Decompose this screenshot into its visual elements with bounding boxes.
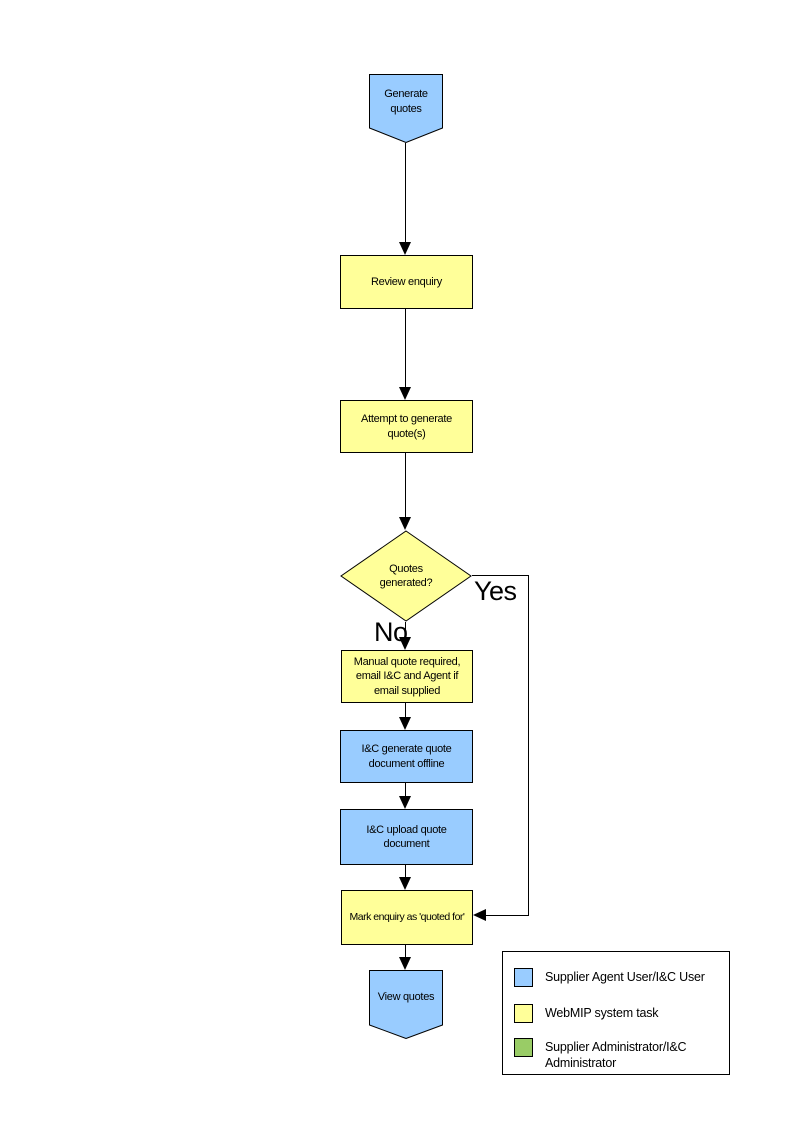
node-review-enquiry: Review enquiry [340, 255, 473, 309]
node-quotes-generated-decision: Quotes generated? [340, 530, 472, 622]
flow-line-yes [528, 575, 529, 916]
node-label: View quotes [377, 991, 435, 1004]
flow-line [405, 945, 406, 958]
pentagon-down-shape [369, 74, 443, 143]
legend-swatch-blue [514, 968, 533, 987]
arrowhead-down-icon [399, 717, 411, 730]
arrowhead-down-icon [399, 957, 411, 970]
legend-label: Supplier Agent User/I&C User [545, 970, 705, 984]
arrowhead-down-icon [399, 242, 411, 255]
pentagon-down-shape [369, 970, 443, 1039]
node-mark-quoted-for: Mark enquiry as 'quoted for' [341, 890, 473, 945]
node-manual-quote-required: Manual quote required, email I&C and Age… [341, 650, 473, 703]
flow-line [405, 309, 406, 388]
legend-swatch-green [514, 1038, 533, 1057]
diamond-shape [340, 530, 472, 622]
flow-line [405, 865, 406, 878]
flow-line [405, 622, 406, 638]
node-view-quotes: View quotes [369, 970, 443, 1039]
pentagon-down-shape [369, 970, 443, 1039]
flow-line-yes [486, 915, 529, 916]
legend-box: Supplier Agent User/I&C User WebMIP syst… [502, 951, 730, 1075]
arrowhead-down-icon [399, 637, 411, 650]
legend-item-system: WebMIP system task [514, 1004, 723, 1023]
legend-label: WebMIP system task [545, 1006, 659, 1020]
arrowhead-down-icon [399, 517, 411, 530]
legend-item-user: Supplier Agent User/I&C User [514, 968, 723, 987]
flow-line [405, 703, 406, 718]
legend-swatch-yellow [514, 1004, 533, 1023]
arrowhead-down-icon [399, 877, 411, 890]
arrowhead-down-icon [399, 796, 411, 809]
flow-line [405, 453, 406, 518]
arrowhead-left-icon [473, 909, 486, 921]
node-generate-offline: I&C generate quote document offline [340, 730, 473, 783]
flow-line [405, 783, 406, 797]
legend-item-admin: Supplier Administrator/I&C Administrator [514, 1038, 723, 1071]
node-upload-quote: I&C upload quote document [340, 809, 473, 865]
flow-line-yes [472, 575, 529, 576]
branch-label-yes: Yes [474, 576, 517, 606]
node-label: Generate quotes [384, 88, 428, 115]
diamond-shape [340, 530, 472, 622]
node-attempt-generate: Attempt to generate quote(s) [340, 400, 473, 453]
legend-label: Supplier Administrator/I&C Administrator [545, 1040, 687, 1070]
arrowhead-down-icon [399, 387, 411, 400]
node-label: Quotes generated? [379, 562, 433, 589]
flow-line [405, 143, 406, 243]
pentagon-down-shape [369, 74, 443, 143]
node-generate-quotes: Generate quotes [369, 74, 443, 143]
